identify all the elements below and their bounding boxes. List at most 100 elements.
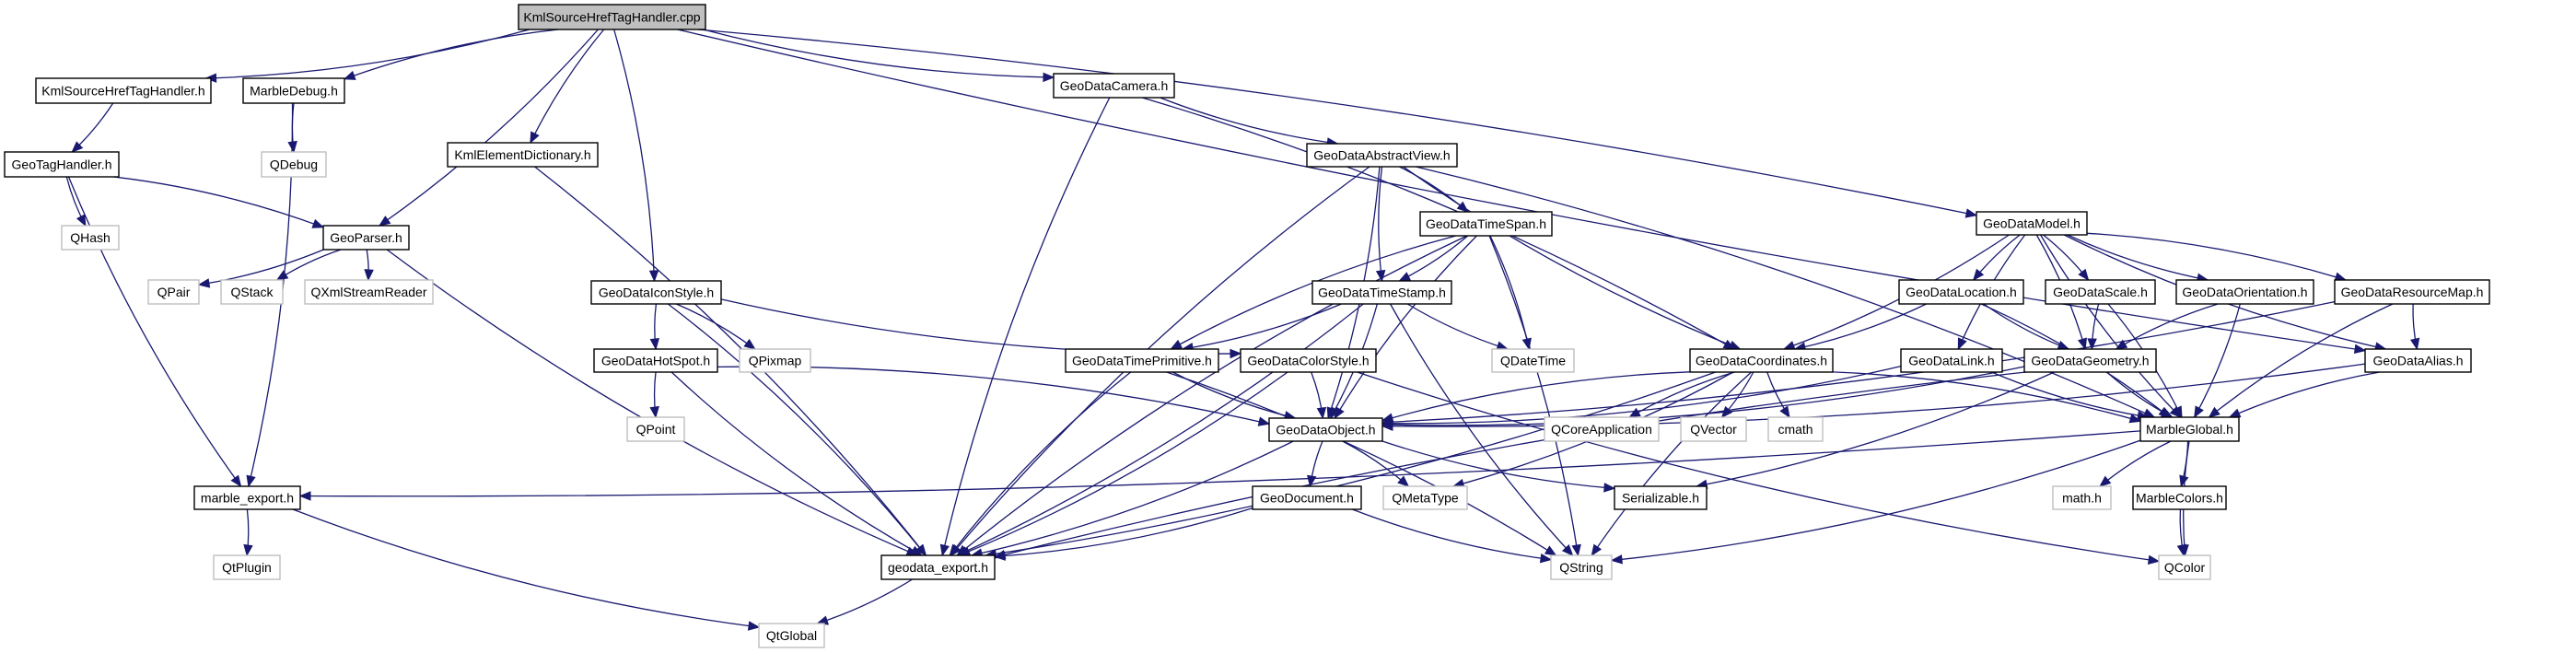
include-node[interactable]: GeoDataObject.h [1268, 417, 1383, 442]
arrowhead-icon [197, 278, 211, 288]
node-box[interactable] [1240, 348, 1377, 373]
include-node[interactable]: GeoDataOrientation.h [2175, 279, 2314, 305]
include-node: cmath [1767, 416, 1824, 442]
node-box[interactable] [322, 225, 410, 251]
edge-model-to-mglobal [2040, 234, 2181, 418]
include-node[interactable]: MarbleDebug.h [242, 77, 345, 104]
node-label: GeoDataTimeSpan.h [1426, 216, 1546, 231]
node-box[interactable] [4, 151, 120, 178]
include-node[interactable]: GeoDataTimePrimitive.h [1065, 348, 1219, 373]
node-box[interactable] [593, 348, 718, 373]
edge-abstractview-to-coords [1403, 166, 1741, 350]
include-node[interactable]: GeoDataCoordinates.h [1689, 348, 1834, 373]
node-box[interactable] [35, 77, 212, 104]
edge-colorstyle-to-qcolor [1357, 371, 2160, 563]
node-box[interactable] [1976, 211, 2088, 236]
node-box[interactable] [1065, 348, 1219, 373]
edge-hotspot-to-geodata_export [670, 371, 923, 556]
include-node: QtGlobal [758, 623, 825, 648]
node-box[interactable] [2023, 348, 2157, 373]
edge-geodata_export-to-qtglobal [817, 578, 913, 624]
node-box[interactable] [2334, 279, 2490, 305]
include-node[interactable]: GeoDataLink.h [1900, 348, 2003, 373]
node-box[interactable] [1252, 485, 1362, 510]
include-node[interactable]: KmlElementDictionary.h [447, 142, 599, 168]
node-box[interactable] [447, 142, 599, 168]
edge-document-to-qstring [1352, 508, 1552, 561]
node-box[interactable] [2175, 279, 2314, 305]
edge-timeprim-to-qstring [1166, 371, 1556, 556]
node-box[interactable] [1898, 279, 2024, 305]
edge-coords-to-mglobal [1832, 371, 2141, 423]
arrowhead-icon [1610, 554, 1623, 565]
include-node[interactable]: GeoTagHandler.h [4, 151, 120, 178]
node-box[interactable] [518, 4, 706, 30]
include-node[interactable]: GeoDataAbstractView.h [1306, 143, 1458, 168]
arrowhead-icon [1972, 268, 1985, 282]
node-box[interactable] [1900, 348, 2003, 373]
node-label: geodata_export.h [888, 560, 988, 575]
edge-document-to-geodata_export [994, 507, 1253, 558]
node-box[interactable] [1311, 280, 1452, 305]
arrowhead-icon [2409, 337, 2420, 351]
include-node[interactable]: geodata_export.h [880, 554, 996, 580]
node-box[interactable] [1268, 417, 1383, 442]
node-label: KmlSourceHrefTagHandler.cpp [523, 10, 700, 25]
include-node[interactable]: GeoDataLocation.h [1898, 279, 2024, 305]
include-node[interactable]: GeoDataTimeSpan.h [1419, 211, 1553, 237]
include-node[interactable]: GeoDataResourceMap.h [2334, 279, 2490, 305]
node-box[interactable] [1419, 211, 1553, 237]
arrowhead-icon [649, 405, 659, 419]
node-box[interactable] [193, 485, 301, 510]
include-node[interactable]: GeoParser.h [322, 225, 410, 251]
node-box[interactable] [2045, 279, 2156, 305]
arrowhead-icon [949, 543, 961, 557]
include-node[interactable]: Serializable.h [1614, 485, 1708, 510]
include-node[interactable]: marble_export.h [193, 485, 301, 510]
arrowhead-icon [1381, 421, 1393, 431]
node-box[interactable] [1306, 143, 1458, 168]
arrowhead-icon [1539, 554, 1553, 564]
root-file-node[interactable]: KmlSourceHrefTagHandler.cpp [518, 4, 706, 30]
node-label: GeoDataHotSpot.h [601, 354, 710, 368]
include-node[interactable]: GeoDataModel.h [1976, 211, 2088, 236]
node-box[interactable] [1053, 73, 1175, 99]
edge-root-to-mdebug [344, 29, 559, 80]
node-box[interactable] [1614, 485, 1708, 510]
node-label: GeoDataGeometry.h [2031, 354, 2149, 368]
node-box[interactable] [2364, 348, 2472, 373]
include-node[interactable]: MarbleGlobal.h [2139, 416, 2240, 442]
edge-orientation-to-mglobal [2194, 303, 2241, 418]
arrowhead-icon [1544, 545, 1557, 556]
node-box[interactable] [2139, 416, 2240, 442]
edge-timeprim-to-geodata_export [949, 371, 1132, 556]
node-box[interactable] [2132, 485, 2227, 510]
include-node[interactable]: GeoDataIconStyle.h [590, 280, 722, 305]
node-box[interactable] [1689, 348, 1834, 373]
node-box[interactable] [590, 280, 722, 305]
include-node[interactable]: GeoDataGeometry.h [2023, 348, 2157, 373]
include-node[interactable]: GeoDataAlias.h [2364, 348, 2472, 373]
arrowhead-icon [1964, 208, 1978, 218]
include-node[interactable]: GeoDataTimeStamp.h [1311, 280, 1452, 305]
include-node: math.h [2052, 485, 2112, 510]
arrowhead-icon [1782, 341, 1796, 351]
node-label: GeoDataModel.h [1983, 216, 2081, 231]
include-node[interactable]: GeoDataCamera.h [1053, 73, 1175, 99]
arrowhead-icon [2176, 543, 2187, 557]
include-node[interactable]: GeoDocument.h [1252, 485, 1362, 510]
include-node[interactable]: KmlSourceHrefTagHandler.h [35, 77, 212, 104]
edge-camera-to-abstractview [1160, 97, 1338, 145]
edge-root-to-alias [677, 29, 2366, 352]
edge-root-to-camera [703, 29, 1055, 78]
node-label: QXmlStreamReader [310, 285, 426, 299]
arrowhead-icon [1603, 483, 1616, 493]
include-node[interactable]: MarbleColors.h [2132, 485, 2227, 510]
include-node[interactable]: GeoDataColorStyle.h [1240, 348, 1377, 373]
include-node[interactable]: GeoDataScale.h [2045, 279, 2156, 305]
node-box[interactable] [880, 554, 996, 580]
node-label: Serializable.h [1622, 491, 1699, 506]
include-node[interactable]: GeoDataHotSpot.h [593, 348, 718, 373]
node-box [213, 554, 281, 580]
node-box[interactable] [242, 77, 345, 104]
